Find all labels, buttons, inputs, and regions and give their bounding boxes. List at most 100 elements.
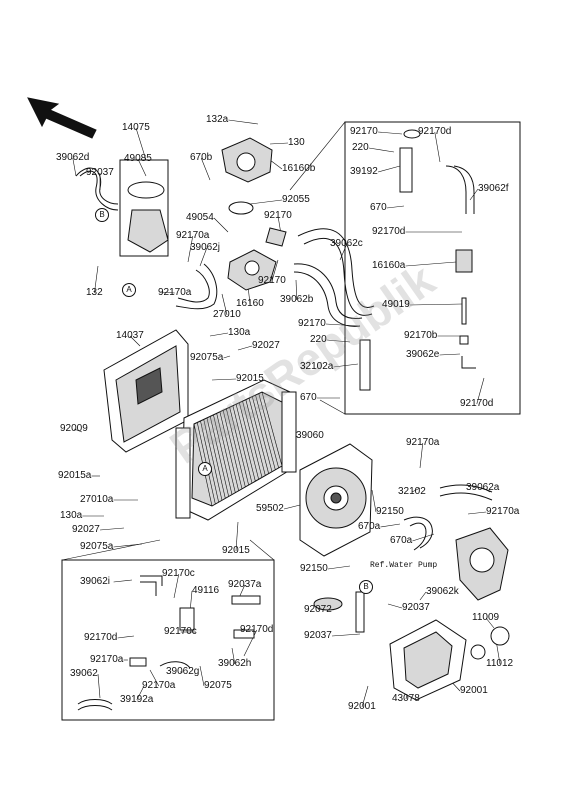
thermostat-housing — [221, 137, 287, 291]
leader-line — [235, 521, 239, 552]
part-label: 92037 — [402, 602, 430, 613]
part-label: 39060 — [296, 430, 324, 441]
leader-line — [411, 487, 421, 493]
part-label: 39192 — [350, 166, 378, 177]
leader-line — [200, 157, 211, 181]
part-label: 92037 — [304, 630, 332, 641]
part-label: 39062c — [330, 238, 363, 249]
leader-line — [231, 647, 236, 665]
part-label: 92170 — [258, 275, 286, 286]
leader-line — [377, 165, 401, 173]
leader-line — [361, 685, 369, 708]
bottom-bracket — [313, 591, 510, 701]
part-label: 27010 — [213, 309, 241, 320]
leader-line — [129, 335, 141, 347]
leader-line — [327, 565, 351, 570]
hose-kit-parts — [77, 575, 261, 711]
part-label: 670a — [358, 521, 381, 532]
part-label: 92055 — [282, 194, 310, 205]
part-label: 39062k — [426, 586, 459, 597]
fin-line — [219, 411, 239, 491]
part-label: 92072 — [304, 604, 332, 615]
leader-line — [476, 377, 485, 405]
leader-line — [228, 119, 259, 125]
fin-line — [213, 414, 233, 495]
leader-line — [434, 131, 441, 163]
part-label: 92170c — [162, 568, 195, 579]
fin-line — [255, 394, 276, 470]
cooling-fan — [299, 443, 373, 557]
part-label: 39062d — [56, 152, 90, 163]
leader-line — [117, 635, 135, 639]
fin-line — [216, 413, 236, 493]
part-label: 92001 — [460, 685, 488, 696]
part-label: 92170b — [404, 330, 438, 341]
part-label: 130a — [60, 510, 83, 521]
part-label: 670b — [190, 152, 213, 163]
part-label: 92015 — [222, 545, 250, 556]
part-label: 59502 — [256, 503, 284, 514]
water-pump-cover — [455, 527, 509, 601]
part-label: 92150 — [300, 563, 328, 574]
reservoir-parts — [359, 129, 476, 391]
part-label: 43078 — [392, 693, 420, 704]
part-label: 670 — [300, 392, 317, 403]
part-label: 49116 — [192, 585, 220, 596]
part-label: 16160a — [372, 260, 406, 271]
leader-lines — [72, 119, 501, 708]
radiator-shroud — [103, 329, 189, 453]
leader-line — [405, 261, 457, 267]
part-label: 92037 — [86, 167, 114, 178]
part-label: 92027 — [72, 524, 100, 535]
fin-line — [232, 405, 253, 484]
callout-a-top: A — [122, 283, 136, 297]
leader-line — [368, 147, 395, 153]
leader-line — [325, 323, 359, 327]
part-label: 132a — [206, 114, 229, 125]
part-label: 132 — [86, 287, 103, 298]
part-label: 92015 — [236, 373, 264, 384]
filler-neck — [75, 159, 169, 257]
part-label: 27010a — [80, 494, 114, 505]
leader-line — [159, 291, 175, 294]
leader-line — [467, 511, 487, 515]
part-label: 39062g — [166, 666, 200, 677]
part-label: 11012 — [486, 658, 514, 669]
fin-line — [203, 419, 223, 501]
part-label: 92001 — [348, 701, 376, 712]
callout-a-radiator: A — [198, 462, 212, 476]
part-label: 670a — [390, 535, 413, 546]
part-label: 39062j — [190, 242, 221, 253]
leader-line — [173, 573, 180, 599]
part-label: 92170a — [486, 506, 520, 517]
part-label: 92170a — [90, 654, 124, 665]
part-label: 92170a — [176, 230, 210, 241]
reservoir-box — [289, 121, 521, 415]
part-label: 220 — [310, 334, 327, 345]
hose-kit-box — [61, 539, 275, 721]
part-label: 92170d — [460, 398, 494, 409]
part-label: 39062i — [80, 576, 111, 587]
part-label: 670 — [370, 202, 387, 213]
leader-line — [326, 339, 351, 343]
part-label: 11009 — [472, 612, 500, 623]
part-label: 92170d — [84, 632, 118, 643]
part-label: 92027 — [252, 340, 280, 351]
leader-line — [419, 591, 427, 601]
leader-line — [412, 533, 435, 542]
leader-line — [99, 527, 125, 531]
leader-line — [419, 442, 424, 469]
part-label: 92170a — [406, 437, 440, 448]
leader-line — [269, 159, 283, 170]
leader-line — [371, 489, 377, 513]
leader-line — [199, 247, 208, 267]
part-label: 39062e — [406, 349, 440, 360]
fin-line — [248, 398, 269, 474]
part-label: 92150 — [376, 506, 404, 517]
part-label: 130a — [228, 327, 251, 338]
part-label: 92075a — [80, 541, 114, 552]
leader-line — [72, 157, 77, 177]
part-label: 14075 — [122, 122, 150, 133]
